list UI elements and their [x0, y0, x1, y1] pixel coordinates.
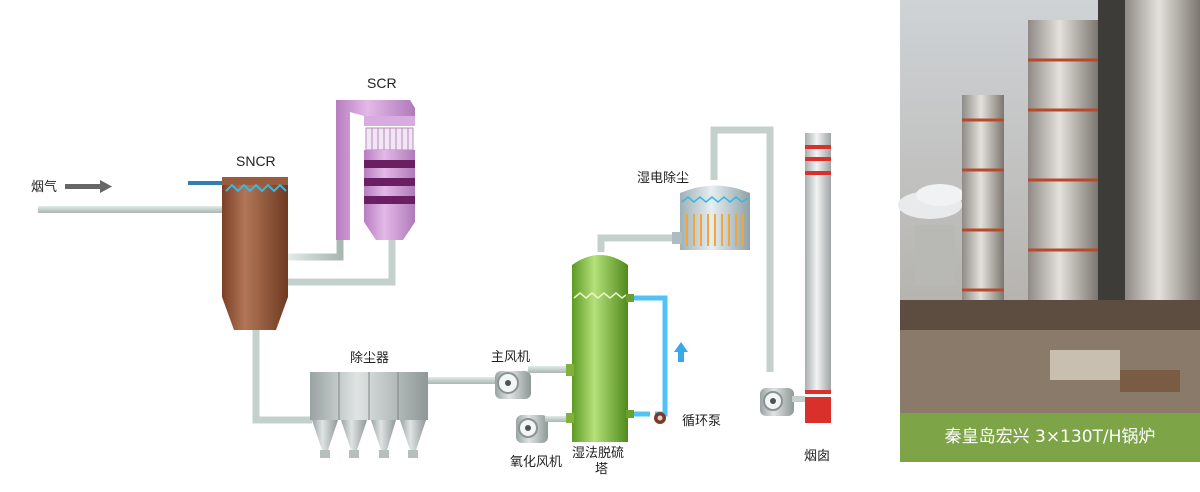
photo-caption: 秦皇岛宏兴 3×130T/H锅炉 [900, 413, 1200, 462]
chimney-label: 烟囱 [804, 449, 831, 464]
flue-gas-arrow [65, 180, 112, 193]
flue-gas-label: 烟气 [31, 180, 58, 195]
oxfan-to-scrubber-pipe [545, 416, 572, 422]
flue-gas-inlet-pipe [38, 206, 224, 213]
circulation-pump-label: 循环泵 [682, 414, 722, 429]
scr-reactor [336, 100, 415, 240]
scr-label: SCR [367, 75, 397, 91]
chimney-fan [760, 388, 806, 416]
wet-esp-label: 湿电除尘 [637, 171, 690, 186]
main-fan-label: 主风机 [491, 350, 531, 365]
wet-desulfurization-label-line2: 塔 [595, 462, 609, 477]
fan-to-scrubber-pipe [528, 366, 572, 373]
sncr-scr-pipes [288, 240, 396, 286]
dust-to-fan-pipe [428, 377, 498, 384]
circulation-pump [654, 412, 666, 424]
wet-desulfurization-label-line1: 湿法脱硫 [572, 446, 625, 461]
sncr-label: SNCR [236, 153, 276, 169]
dust-collector [310, 372, 428, 458]
flow-up-arrow [674, 342, 688, 362]
dust-collector-label: 除尘器 [350, 351, 390, 366]
chimney [805, 133, 831, 423]
wet-desulfurization-tower [566, 255, 634, 442]
oxidation-fan-label: 氧化风机 [510, 455, 563, 470]
sncr-dust-pipe [252, 330, 312, 424]
tower-to-esp-pipe [597, 234, 680, 252]
oxidation-fan [516, 415, 548, 443]
sncr-reactor [188, 177, 288, 330]
circulation-water-loop [634, 295, 668, 417]
main-fan [495, 371, 531, 399]
esp-to-chimney-pipe [710, 126, 774, 372]
wet-esp [672, 185, 750, 250]
plant-photo [898, 0, 1200, 462]
